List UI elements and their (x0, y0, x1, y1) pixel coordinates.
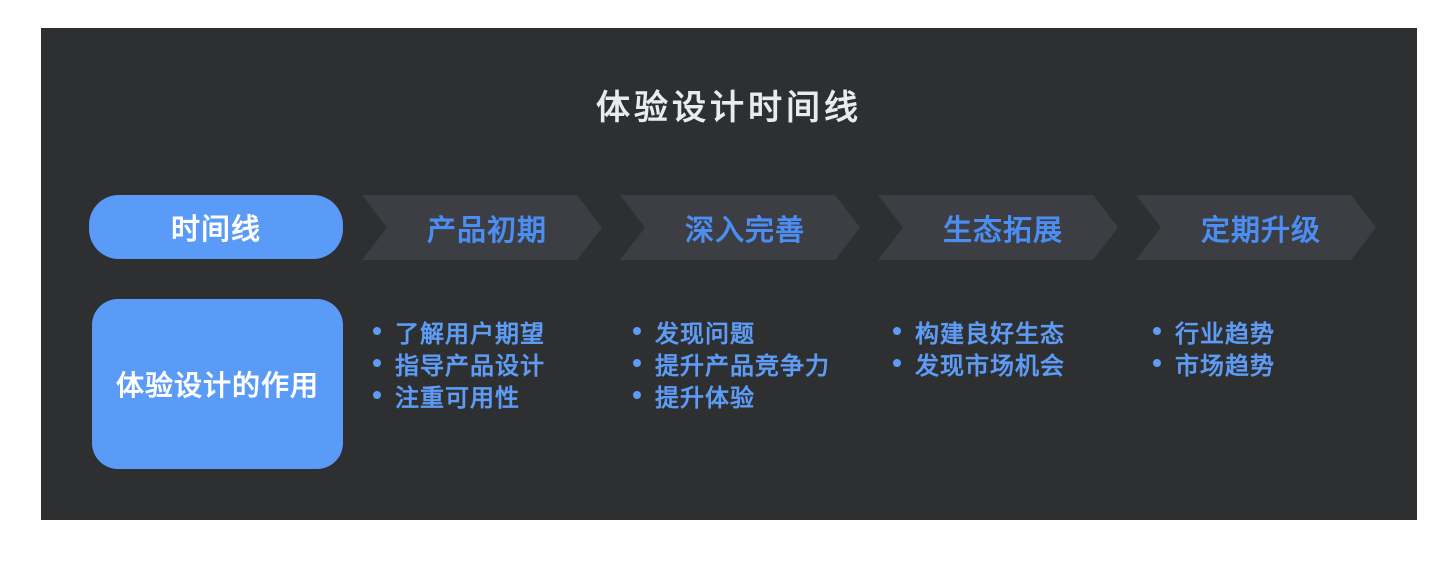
list-item: 了解用户期望 (373, 315, 545, 348)
bullet-text: 行业趋势 (1175, 320, 1275, 348)
bullet-text: 构建良好生态 (915, 320, 1065, 348)
bullet-icon (1153, 359, 1161, 367)
bullet-icon (373, 391, 381, 399)
bullet-icon (373, 359, 381, 367)
list-item: 市场趋势 (1153, 347, 1275, 380)
stage-items-product-initial: 了解用户期望 指导产品设计 注重可用性 (373, 315, 545, 412)
bullet-icon (1153, 327, 1161, 335)
list-item: 指导产品设计 (373, 347, 545, 380)
stage-items-regular-upgrade: 行业趋势 市场趋势 (1153, 315, 1275, 380)
bullet-text: 发现问题 (655, 320, 755, 348)
bullet-icon (893, 359, 901, 367)
stage-chevron-ecosystem-expansion: 生态拓展 (878, 195, 1118, 260)
stage-label: 定期升级 (1200, 214, 1321, 247)
stage-label: 生态拓展 (942, 214, 1063, 247)
stage-items-ecosystem-expansion: 构建良好生态 发现市场机会 (893, 315, 1065, 380)
bullet-text: 注重可用性 (395, 384, 520, 412)
page-title: 体验设计时间线 (596, 89, 862, 127)
stage-items-deep-improvement: 发现问题 提升产品竞争力 提升体验 (633, 315, 830, 412)
list-item: 行业趋势 (1153, 315, 1275, 348)
list-item: 发现市场机会 (893, 347, 1065, 380)
timeline-diagram-panel: 体验设计时间线 时间线 产品初期 深入完善 生态拓展 定期升级 体验设计的作用 … (41, 28, 1417, 520)
role-box-label: 体验设计的作用 (115, 370, 319, 401)
timeline-legend-label: 时间线 (170, 214, 261, 246)
timeline-legend-pill: 时间线 (89, 195, 343, 259)
stage-chevron-deep-improvement: 深入完善 (620, 195, 860, 260)
list-item: 发现问题 (633, 315, 830, 348)
bullet-icon (633, 327, 641, 335)
stage-chevron-regular-upgrade: 定期升级 (1136, 195, 1376, 260)
list-item: 提升体验 (633, 379, 830, 412)
role-of-experience-design-box: 体验设计的作用 (92, 299, 343, 469)
bullet-text: 指导产品设计 (395, 352, 545, 380)
bullet-icon (633, 391, 641, 399)
bullet-text: 提升体验 (655, 384, 755, 412)
bullet-text: 市场趋势 (1175, 352, 1275, 380)
stage-chevron-product-initial: 产品初期 (362, 195, 602, 260)
stage-label: 产品初期 (426, 214, 547, 247)
bullet-text: 了解用户期望 (395, 320, 545, 348)
bullet-icon (373, 327, 381, 335)
stage-label: 深入完善 (684, 214, 805, 247)
bullet-text: 发现市场机会 (915, 352, 1065, 380)
bullet-icon (633, 359, 641, 367)
bullet-icon (893, 327, 901, 335)
list-item: 提升产品竞争力 (633, 347, 830, 380)
list-item: 构建良好生态 (893, 315, 1065, 348)
list-item: 注重可用性 (373, 379, 545, 412)
bullet-text: 提升产品竞争力 (655, 352, 830, 380)
